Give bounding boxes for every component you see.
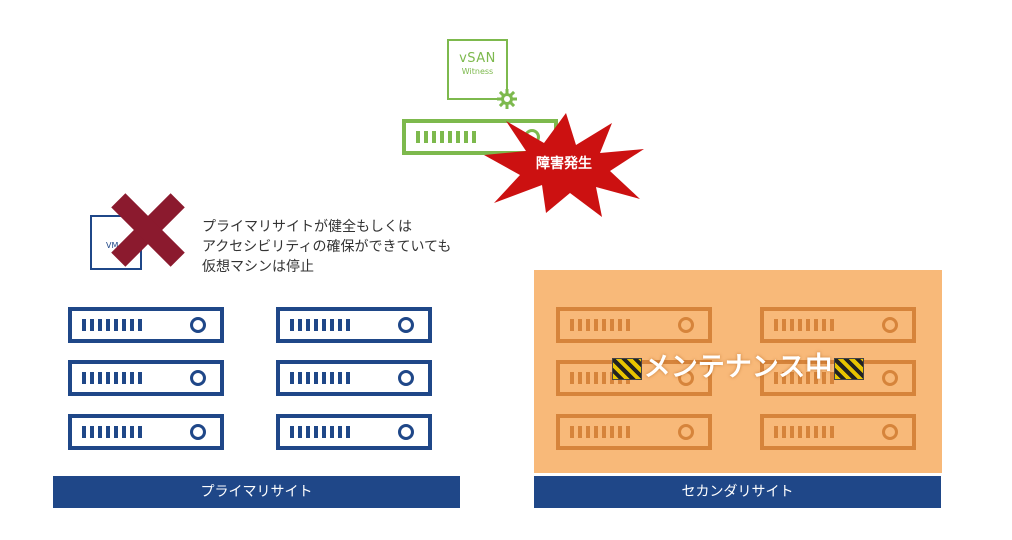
primary-site-label: プライマリサイト xyxy=(53,476,460,508)
server-bars xyxy=(82,426,142,438)
server-bars xyxy=(290,426,350,438)
secondary-server xyxy=(760,414,916,450)
server-led xyxy=(882,317,898,333)
primary-server xyxy=(68,414,224,450)
primary-server xyxy=(276,307,432,343)
server-bars xyxy=(82,372,142,384)
server-bars xyxy=(82,319,142,331)
primary-server xyxy=(276,360,432,396)
secondary-server xyxy=(556,307,712,343)
server-led xyxy=(398,370,414,386)
vm-label: VM xyxy=(106,241,119,250)
server-led xyxy=(398,317,414,333)
server-bars xyxy=(774,426,834,438)
x-mark-icon xyxy=(111,193,185,267)
secondary-site-label: セカンダリサイト xyxy=(534,476,941,508)
server-bars xyxy=(774,319,834,331)
server-led xyxy=(678,317,694,333)
maintenance-panel xyxy=(534,270,942,473)
note-line-3: 仮想マシンは停止 xyxy=(202,259,314,275)
secondary-server xyxy=(556,414,712,450)
server-bars xyxy=(290,319,350,331)
server-led xyxy=(190,370,206,386)
hazard-icon xyxy=(611,357,642,380)
primary-site-note: プライマリサイトが健全もしくは アクセシビリティの確保ができていても 仮想マシン… xyxy=(202,217,532,277)
hazard-icon xyxy=(834,357,865,380)
server-bars xyxy=(774,372,834,384)
failure-label: 障害発生 xyxy=(536,155,592,172)
primary-server xyxy=(68,307,224,343)
witness-subtitle: Witness xyxy=(461,67,494,76)
maintenance-label: メンテナンス中 xyxy=(643,352,833,383)
server-bars xyxy=(570,319,630,331)
server-led xyxy=(398,424,414,440)
server-bars xyxy=(290,372,350,384)
server-bars xyxy=(570,426,630,438)
server-bars xyxy=(416,131,476,143)
maintenance-status: メンテナンス中 xyxy=(538,345,938,384)
primary-server xyxy=(68,360,224,396)
note-line-1: プライマリサイトが健全もしくは xyxy=(202,219,412,235)
note-line-2: アクセシビリティの確保ができていても xyxy=(202,239,452,255)
server-led xyxy=(882,370,898,386)
server-led xyxy=(882,424,898,440)
server-led xyxy=(190,424,206,440)
secondary-server xyxy=(760,307,916,343)
server-led xyxy=(678,370,694,386)
witness-title: vSAN xyxy=(459,51,496,66)
gear-icon xyxy=(497,89,517,109)
server-led xyxy=(678,424,694,440)
server-led xyxy=(190,317,206,333)
primary-server xyxy=(276,414,432,450)
witness-box: vSAN Witness xyxy=(447,39,508,100)
failure-burst: 障害発生 xyxy=(484,113,644,217)
